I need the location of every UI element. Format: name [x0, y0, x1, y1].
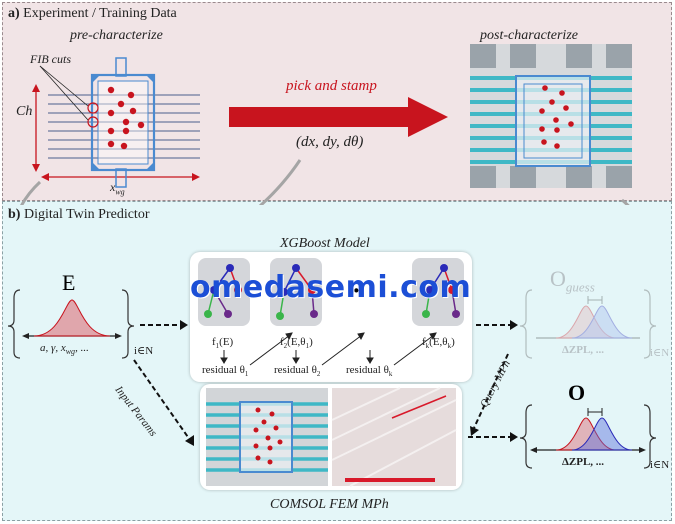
panel-a-letter: a) — [8, 6, 20, 21]
e-params-tail: , ... — [75, 342, 89, 354]
tree-1-arg: (E) — [219, 336, 234, 348]
tree-ellipsis: · — [352, 276, 361, 305]
fib-cuts-label: FIB cuts — [30, 52, 71, 66]
o-index: i∈N — [650, 459, 670, 471]
tree-1-f: f — [212, 336, 216, 348]
residual-2-text: residual θ — [274, 364, 317, 376]
tree-2-f: f — [280, 336, 284, 348]
panel-b-title-text: Digital Twin Predictor — [23, 207, 150, 222]
tree-k-argsub: k — [447, 342, 452, 351]
tree-2-argtail: ) — [309, 336, 313, 348]
pick-and-stamp-label: pick and stamp — [286, 78, 377, 94]
e-params-label: a, γ, xwg, ... — [40, 342, 89, 356]
tree-2-func: f2(E,θ1) — [280, 336, 313, 350]
residual-2: residual θ2 — [274, 364, 320, 378]
residual-1-sub: 1 — [244, 370, 249, 379]
o-guess-dzpl: ΔZPL, ... — [562, 344, 605, 356]
tree-k-fsub: k — [425, 342, 430, 351]
o-guess-label: Oguess — [550, 266, 595, 295]
tree-1 — [198, 258, 250, 326]
tree-k-arg: (E,θ — [429, 336, 448, 348]
residual-k: residual θk — [346, 364, 392, 378]
tree-2-argsub: 1 — [305, 342, 310, 351]
pre-device-drawing — [20, 44, 632, 205]
tree-2 — [270, 258, 322, 326]
placement-params-label: (dx, dy, dθ) — [296, 134, 364, 150]
ch-label: Ch — [16, 104, 33, 119]
residual-2-sub: 2 — [316, 370, 321, 379]
tree-1-fsub: 1 — [215, 342, 220, 351]
post-characterize-label: post-characterize — [480, 28, 578, 43]
tree-2-fsub: 2 — [283, 342, 288, 351]
xwg-label: xwg — [110, 180, 125, 196]
panel-b-letter: b) — [8, 207, 21, 222]
residual-k-text: residual θ — [346, 364, 389, 376]
watermark-text: omedasemi.com — [190, 270, 472, 305]
tree-k-argtail: ) — [451, 336, 455, 348]
e-index-label: i∈N — [134, 345, 154, 357]
residual-1-text: residual θ — [202, 364, 245, 376]
xgboost-title: XGBoost Model — [280, 236, 370, 251]
residual-1: residual θ1 — [202, 364, 248, 378]
o-guess-sub: guess — [565, 279, 595, 295]
panel-a-title: a) Experiment / Training Data — [8, 6, 177, 22]
e-params-sub: wg — [65, 347, 76, 357]
xwg-main: x — [110, 180, 116, 194]
o-guess-main: O — [550, 266, 566, 291]
tree-1-func: f1(E) — [212, 336, 233, 350]
e-params-main: a, γ, x — [40, 342, 66, 354]
pre-characterize-label: pre-characterize — [70, 28, 163, 43]
residual-k-sub: k — [388, 370, 393, 379]
tree-k-func: fk(E,θk) — [422, 336, 455, 350]
e-label: E — [62, 270, 76, 295]
tree-k-f: f — [422, 336, 426, 348]
tree-k — [412, 258, 464, 326]
tree-2-arg: (E,θ — [287, 336, 306, 348]
o-guess-index: i∈N — [650, 347, 670, 359]
comsol-title: COMSOL FEM MPh — [270, 497, 389, 512]
o-dzpl: ΔZPL, ... — [562, 456, 605, 468]
xwg-sub: wg — [115, 187, 125, 197]
panel-b-title: b) Digital Twin Predictor — [8, 207, 149, 223]
o-label: O — [568, 380, 586, 405]
panel-a-title-text: Experiment / Training Data — [23, 6, 177, 21]
